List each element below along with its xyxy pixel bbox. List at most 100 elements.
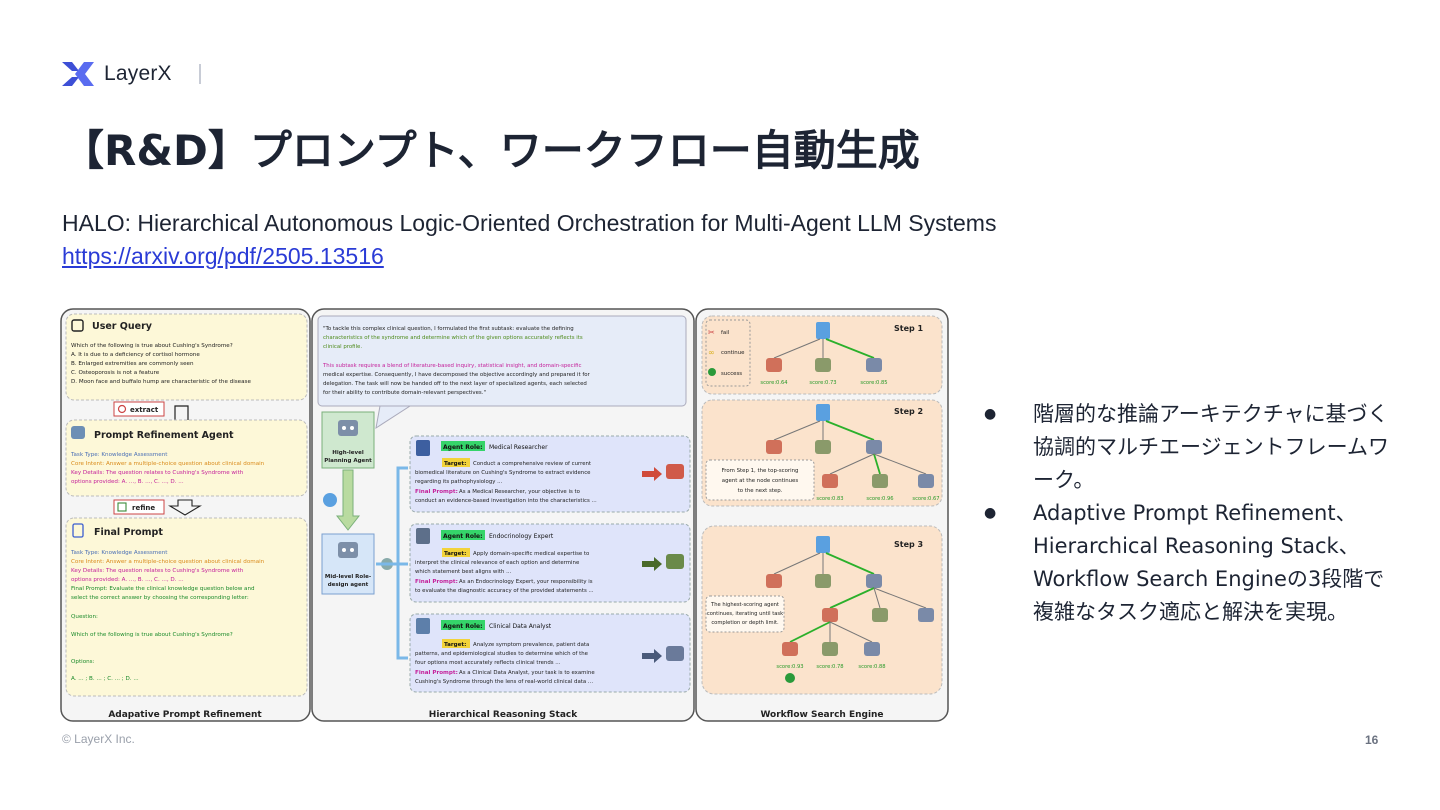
final-line: Which of the following is true about Cus… (71, 632, 233, 638)
quote-line: clinical profile. (323, 344, 362, 350)
agent-card-2: Agent Role: Endocrinology Expert Target:… (409, 523, 691, 603)
agent-role-name: Medical Researcher (489, 444, 548, 451)
legend-label: fail (721, 330, 729, 336)
agent-role-tag: Agent Role: (443, 623, 483, 630)
quote-line: "To tackle this complex clinical questio… (323, 326, 574, 332)
paper-title: HALO: Hierarchical Autonomous Logic-Orie… (62, 210, 997, 236)
score-label: score:0.83 (816, 496, 843, 502)
legend-label: success (721, 371, 742, 377)
target-highlight (442, 548, 470, 557)
score-label: score:0.73 (809, 380, 836, 386)
logo-divider (199, 64, 201, 84)
bullet-item: 階層的な推論アーキテクチャに基づく協調的マルチエージェントフレームワーク。 (980, 398, 1400, 497)
score-label: score:0.64 (760, 380, 788, 386)
final-title: Final Prompt (94, 527, 163, 538)
root-node-icon (816, 322, 830, 339)
step-label: Step 1 (894, 324, 924, 333)
agent-card-bg (409, 435, 691, 513)
extract-arrow (174, 405, 189, 420)
user-query-line: D. Moon face and buffalo hump are charac… (71, 379, 251, 385)
panel-label-left: Adapative Prompt Refinement (108, 710, 262, 720)
agent-role-highlight (441, 441, 485, 451)
prompt-line: As a Clinical Data Analyst, your task is… (459, 670, 595, 676)
note-line: to the next step. (738, 488, 783, 494)
quote-line: delegation. The task will now be handed … (323, 381, 587, 387)
quote-pointer (375, 405, 412, 430)
agent-robot-icon (666, 464, 684, 479)
paper-link[interactable]: https://arxiv.org/pdf/2505.13516 (62, 243, 384, 269)
agent-node (864, 642, 880, 656)
down-arrow (335, 469, 361, 531)
logo-text: LayerX (104, 62, 172, 85)
slide-title: 【R&D】プロンプト、ワークフロー自動生成 (62, 126, 920, 175)
copyright: © LayerX Inc. (62, 732, 135, 746)
score-label: score:0.88 (858, 664, 885, 670)
tree-edge (873, 587, 927, 609)
score-label: score:0.67 (912, 496, 939, 502)
quote-line: for their ability to contribute domain-r… (323, 390, 486, 396)
target-line: Apply domain-specific medical expertise … (473, 551, 589, 557)
final-line: select the correct answer by choosing th… (71, 595, 249, 601)
legend-label: continue (721, 350, 745, 356)
analyst-icon (416, 618, 430, 634)
user-query-line: A. It is due to a deficiency of cortisol… (71, 352, 200, 358)
page-number: 16 (1365, 733, 1379, 747)
note-line: agent at the node continues (722, 478, 799, 484)
refinement-line: Key Details: The question relates to Cus… (71, 470, 244, 476)
target-tag: Target: (444, 642, 466, 648)
agent-card-bg (409, 523, 691, 603)
robot-eye (350, 548, 354, 552)
tree-edge (773, 338, 821, 359)
refine-arrow (168, 499, 202, 516)
target-line: biomedical literature on Cushing's Syndr… (415, 470, 591, 476)
agent-role-tag: Agent Role: (443, 444, 483, 451)
prompt-line: conduct an evidence-based investigation … (415, 498, 597, 504)
high-level-label: Planning Agent (324, 458, 372, 464)
tree-edge-best (829, 587, 875, 609)
magnifier-icon (117, 404, 127, 414)
final-line: Key Details: The question relates to Cus… (71, 568, 244, 574)
agent-node (918, 608, 934, 622)
planner-robot-icon (338, 420, 358, 436)
agent-node (822, 474, 838, 488)
document-icon (72, 523, 84, 538)
agent-robot-icon (666, 646, 684, 661)
score-label: score:0.93 (776, 664, 803, 670)
final-line: A. ... ; B. ... ; C. ... ; D. ... (71, 676, 139, 682)
quote-line: This subtask requires a blend of literat… (322, 363, 581, 369)
agent-node (782, 642, 798, 656)
tree-edge (773, 420, 821, 441)
refinement-line: Task Type: Knowledge Assessment (70, 452, 168, 458)
extract-label: extract (130, 406, 159, 414)
summary-bullets: 階層的な推論アーキテクチャに基づく協調的マルチエージェントフレームワーク。 Ad… (980, 398, 1400, 629)
user-query-line: Which of the following is true about Cus… (71, 343, 233, 349)
branch-arrow (396, 564, 408, 660)
agent-node (766, 358, 782, 372)
refinement-line: options provided: A. ..., B. ..., C. ...… (71, 479, 184, 485)
final-prompt-tag: Final Prompt: (415, 489, 458, 495)
final-prompt-box (65, 517, 308, 697)
target-line: interpret the clinical relevance of each… (415, 560, 580, 566)
user-query-box (65, 313, 308, 401)
agent-role-name: Clinical Data Analyst (489, 623, 552, 630)
high-level-label: High-level (332, 450, 364, 456)
refine-label: refine (132, 504, 155, 512)
expert-icon (416, 528, 430, 544)
researcher-icon (416, 440, 430, 456)
agent-card-bg (409, 613, 691, 693)
user-query-title: User Query (92, 321, 153, 332)
target-highlight (442, 458, 470, 467)
target-line: which statement best aligns with ... (415, 569, 511, 575)
root-node-icon (816, 404, 830, 421)
note-line: completion or depth limit. (711, 620, 779, 626)
agent-node (815, 358, 831, 372)
tree-edge-best (789, 621, 831, 643)
step1-box (701, 315, 943, 395)
final-line: Question: (71, 614, 98, 620)
continue-icon: ∞ (708, 348, 715, 357)
agent-role-tag: Agent Role: (443, 533, 483, 540)
user-query-line: C. Osteoporosis is not a feature (71, 370, 160, 376)
note-line: From Step 1, the top-scoring (722, 468, 799, 474)
prompt-line: to evaluate the diagnostic accuracy of t… (415, 588, 594, 594)
refinement-title: Prompt Refinement Agent (94, 430, 234, 441)
